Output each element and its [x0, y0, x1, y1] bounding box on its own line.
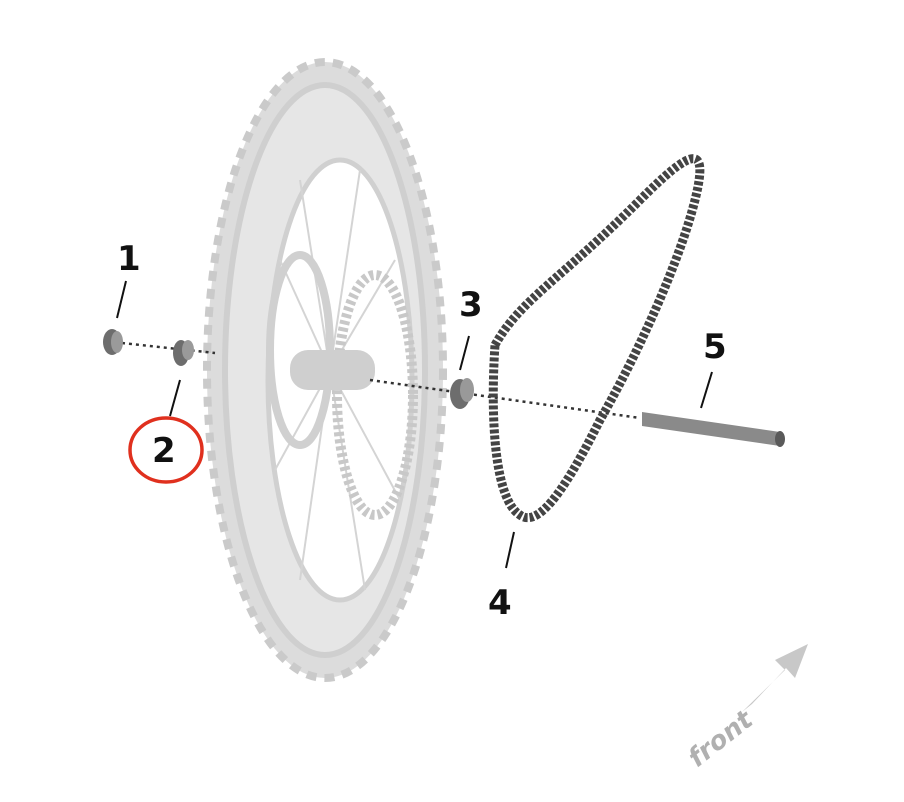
- part-5-axle: [642, 412, 785, 447]
- front-label: front: [683, 704, 760, 774]
- tire-tread: [203, 58, 447, 682]
- part-4-chain: [488, 154, 705, 523]
- part-1-nut: [103, 329, 123, 355]
- callout-5: 5: [703, 327, 727, 367]
- callout-4: 4: [488, 583, 512, 623]
- callout-2: 2: [152, 431, 176, 471]
- rear-wheel: [207, 62, 443, 678]
- callout-1: 1: [117, 239, 141, 279]
- front-direction-arrow-icon: [742, 644, 808, 712]
- part-3-spacer: [450, 378, 474, 409]
- part-2-spacer: [173, 340, 194, 366]
- axle-line: [121, 341, 641, 420]
- highlight-circle: [128, 416, 204, 484]
- leader-lines: [116, 280, 713, 569]
- callout-3: 3: [459, 285, 483, 325]
